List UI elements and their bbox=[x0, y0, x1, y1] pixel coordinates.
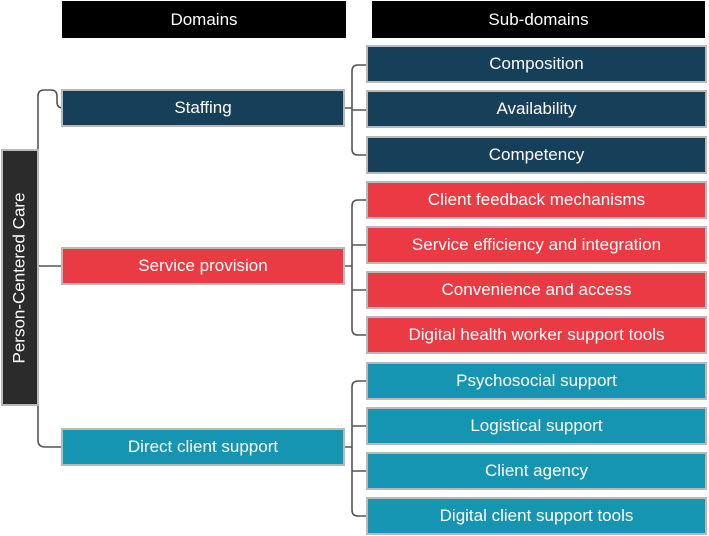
subdomains-header-label: Sub-domains bbox=[488, 9, 589, 29]
subdomain-label: Digital client support tools bbox=[439, 506, 634, 525]
subdomain-label: Service efficiency and integration bbox=[411, 235, 662, 254]
domain-service-provision: Service provision bbox=[61, 247, 345, 285]
domains-header-label: Domains bbox=[170, 9, 238, 29]
subdomain-digital-health-worker-tools: Digital health worker support tools bbox=[366, 316, 707, 354]
connector-direct-subdomains bbox=[343, 380, 367, 517]
subdomain-competency: Competency bbox=[366, 136, 707, 174]
domains-header: Domains bbox=[62, 1, 346, 38]
connector-root-direct bbox=[37, 404, 63, 448]
root-label: Person-Centered Care bbox=[10, 191, 29, 364]
domain-label: Direct client support bbox=[127, 437, 279, 456]
subdomain-label: Convenience and access bbox=[441, 280, 632, 299]
subdomain-label: Availability bbox=[496, 99, 577, 118]
subdomains-header: Sub-domains bbox=[372, 1, 705, 38]
subdomain-label: Logistical support bbox=[470, 416, 603, 435]
domain-label: Staffing bbox=[174, 98, 232, 117]
subdomain-psychosocial-support: Psychosocial support bbox=[366, 362, 707, 400]
subdomain-label: Digital health worker support tools bbox=[408, 325, 665, 344]
domain-direct-client-support: Direct client support bbox=[61, 428, 345, 466]
domain-label: Service provision bbox=[138, 256, 268, 275]
domain-staffing: Staffing bbox=[61, 89, 345, 127]
connector-service-subdomains bbox=[343, 199, 367, 336]
subdomain-label: Psychosocial support bbox=[456, 371, 617, 390]
root-node: Person-Centered Care bbox=[1, 149, 39, 406]
subdomain-client-agency: Client agency bbox=[366, 452, 707, 490]
subdomain-logistical-support: Logistical support bbox=[366, 407, 707, 445]
subdomain-client-feedback: Client feedback mechanisms bbox=[366, 181, 707, 219]
subdomain-availability: Availability bbox=[366, 90, 707, 128]
subdomain-label: Composition bbox=[489, 54, 584, 73]
subdomain-convenience-access: Convenience and access bbox=[366, 271, 707, 309]
subdomain-label: Competency bbox=[488, 145, 585, 164]
subdomain-digital-client-tools: Digital client support tools bbox=[366, 497, 707, 535]
connector-staffing-subdomains bbox=[343, 64, 367, 156]
subdomain-composition: Composition bbox=[366, 45, 707, 83]
connector-root-staffing bbox=[37, 89, 64, 150]
subdomain-label: Client agency bbox=[484, 461, 588, 480]
subdomain-service-efficiency: Service efficiency and integration bbox=[366, 226, 707, 264]
subdomain-label: Client feedback mechanisms bbox=[427, 190, 646, 209]
